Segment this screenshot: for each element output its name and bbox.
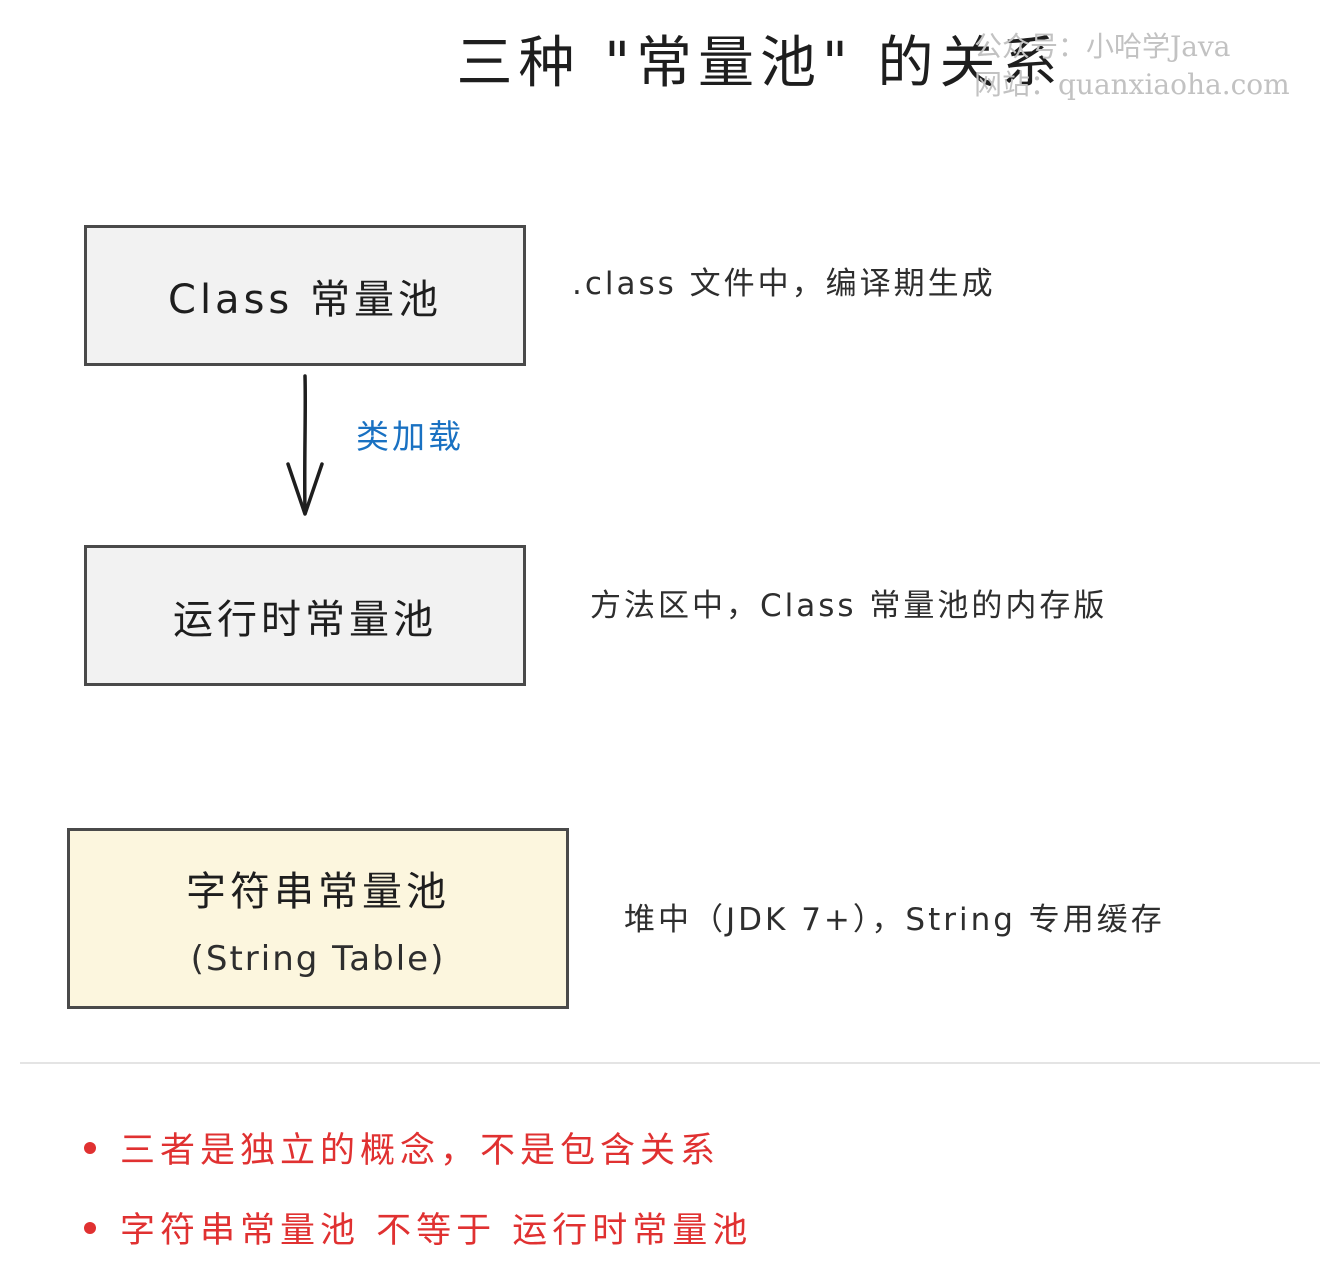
class-loading-arrow [286, 374, 324, 516]
watermark-website: 网站：quanxiaoha.com [974, 68, 1290, 101]
divider [20, 1062, 1320, 1064]
note-text: 字符串常量池 不等于 运行时常量池 [120, 1211, 753, 1251]
string-constant-pool-label: 字符串常量池 [186, 868, 450, 915]
bullet-dot-icon [84, 1221, 96, 1234]
runtime-constant-pool-box: 运行时常量池 [84, 545, 526, 686]
class-loading-label: 类加载 [356, 417, 464, 456]
class-constant-pool-description: .class 文件中，编译期生成 [572, 266, 996, 302]
class-constant-pool-box: Class 常量池 [84, 225, 526, 366]
string-constant-pool-description: 堆中（JDK 7+），String 专用缓存 [624, 902, 1165, 938]
bullet-dot-icon [84, 1141, 96, 1154]
note-item: 三者是独立的概念，不是包含关系 [84, 1122, 720, 1173]
watermark: 公众号：小哈学Java 网站：quanxiaoha.com [974, 28, 1290, 104]
class-constant-pool-label: Class 常量池 [168, 276, 442, 323]
runtime-constant-pool-description: 方法区中，Class 常量池的内存版 [590, 588, 1108, 624]
note-item: 字符串常量池 不等于 运行时常量池 [84, 1202, 752, 1253]
string-constant-pool-box: 字符串常量池 (String Table) [67, 828, 569, 1009]
runtime-constant-pool-label: 运行时常量池 [173, 596, 437, 643]
watermark-account: 公众号：小哈学Java [974, 30, 1231, 63]
diagram-title: 三种 "常量池" 的关系 [456, 31, 1064, 96]
note-text: 三者是独立的概念，不是包含关系 [120, 1131, 721, 1171]
string-table-label: (String Table) [190, 938, 446, 979]
